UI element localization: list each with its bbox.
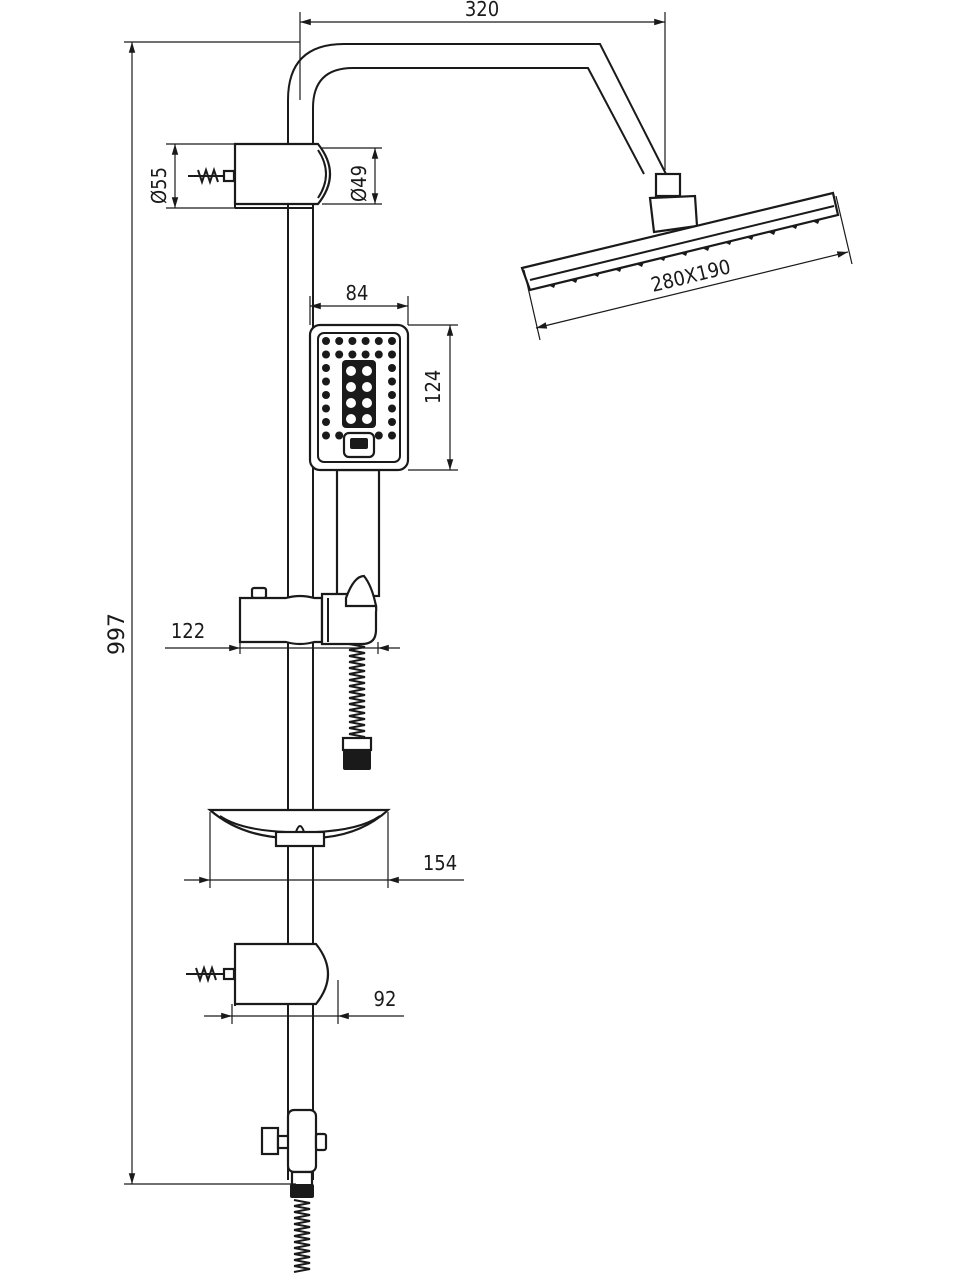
nozzle-dot <box>322 350 330 359</box>
hose-coil <box>348 721 366 729</box>
inlet-hose-coil <box>293 1217 311 1225</box>
inlet-hose-coil <box>293 1253 311 1261</box>
riser-rail <box>287 43 667 1180</box>
inlet-hose-coil <box>293 1199 311 1207</box>
bracket-outer-label: Ø55 <box>147 167 171 204</box>
dimension-total-height: 997 <box>105 41 300 1185</box>
nozzle-dot <box>322 377 330 386</box>
dimension-bracket-inner: Ø49 <box>322 147 382 205</box>
lower-wall-bracket <box>186 942 329 1006</box>
nozzle-dot <box>348 337 357 345</box>
shower-hose <box>341 643 373 770</box>
upper-wall-bracket <box>188 142 331 209</box>
hose-coil <box>348 667 366 675</box>
inlet-hose-coil <box>293 1247 311 1255</box>
inlet-hose-coil <box>293 1235 311 1243</box>
dimension-bracket-outer: Ø55 <box>147 143 235 209</box>
dimension-arm-reach: 320 <box>299 0 666 170</box>
nozzle-dot <box>361 337 370 345</box>
inlet-hose-coil <box>293 1259 311 1267</box>
nozzle-dot <box>388 377 396 386</box>
hose-coil <box>348 697 366 705</box>
nozzle-dot <box>388 404 396 413</box>
hand-height-label: 124 <box>421 370 445 404</box>
slider-depth-label: 122 <box>171 619 205 643</box>
hose-coil <box>348 685 366 693</box>
nozzle-dot <box>388 337 396 345</box>
nozzle-dot <box>322 404 330 413</box>
upper-wall-screw-icon <box>188 166 236 186</box>
slider-release-button <box>250 586 268 600</box>
hose-coil <box>348 673 366 681</box>
diverter-knob <box>260 1126 280 1156</box>
inlet-hose-coil <box>293 1211 311 1219</box>
hose-coil <box>348 655 366 663</box>
nozzle-dot <box>374 337 383 345</box>
nozzle-dot <box>322 418 330 426</box>
nozzle-dot <box>374 350 383 359</box>
dimension-hand-height: 124 <box>408 324 458 471</box>
dimension-hand-width: 84 <box>309 281 409 325</box>
nozzle-dot <box>335 337 344 345</box>
hose-coil <box>348 661 366 669</box>
inlet-hose-coil <box>293 1229 311 1237</box>
nozzle-dot <box>388 350 396 359</box>
nozzle-dot <box>322 431 330 440</box>
hand-inner-nozzles <box>346 366 372 424</box>
dimension-lower-bracket-depth: 92 <box>204 980 404 1024</box>
hose-coil <box>348 703 366 711</box>
hose-coil <box>348 715 366 723</box>
inlet-hose-coil <box>293 1223 311 1231</box>
nozzle-dot <box>322 364 330 372</box>
hand-width-label: 84 <box>346 281 369 305</box>
inlet-hose-coil <box>293 1265 311 1273</box>
slide-holder <box>238 574 378 646</box>
nozzle-dot <box>388 418 396 426</box>
inlet-hose-coil <box>293 1205 311 1213</box>
bracket-inner-label: Ø49 <box>347 165 371 202</box>
total-height-label: 997 <box>105 613 130 655</box>
hose-coil <box>348 691 366 699</box>
soap-dish <box>207 808 391 848</box>
nozzle-dot <box>322 391 330 399</box>
dimension-dish-width: 154 <box>184 812 464 888</box>
hose-coil <box>348 679 366 687</box>
hand-shower-nozzle-dots <box>322 337 396 440</box>
nozzle-dot <box>348 350 357 359</box>
nozzle-dot <box>388 364 396 372</box>
hose-coil <box>348 643 366 651</box>
nozzle-dot <box>335 350 344 359</box>
nozzle-dot <box>388 431 396 440</box>
nozzle-dot <box>374 431 383 440</box>
arm-reach-label: 320 <box>465 0 499 21</box>
nozzle-dot <box>361 350 370 359</box>
diverter-valve <box>260 1108 328 1273</box>
nozzle-dot <box>335 431 344 440</box>
nozzle-dot <box>388 391 396 399</box>
hose-coil <box>348 649 366 657</box>
hose-coil <box>348 727 366 735</box>
holder-cradle <box>344 574 378 608</box>
dimension-slider-depth: 122 <box>165 619 400 654</box>
nozzle-dot <box>322 337 330 345</box>
hand-shower <box>308 323 410 598</box>
dish-width-label: 154 <box>423 851 457 875</box>
lower-bracket-depth-label: 92 <box>374 987 397 1011</box>
hose-coil <box>348 709 366 717</box>
lower-wall-screw-icon <box>186 964 236 984</box>
inlet-hose-coil <box>293 1241 311 1249</box>
